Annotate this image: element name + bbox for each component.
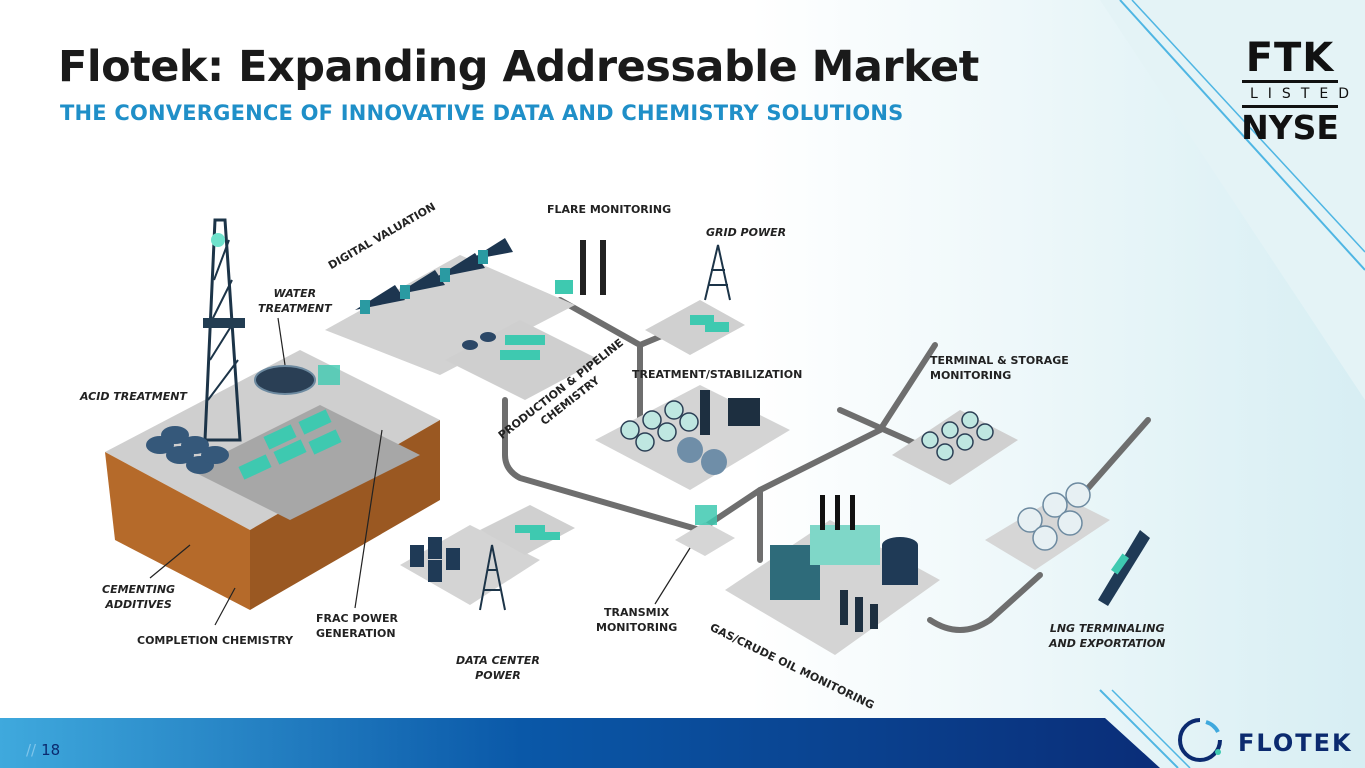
production-pad — [445, 320, 600, 400]
well-pad — [105, 218, 440, 610]
page-number-value: 18 — [41, 741, 61, 759]
label-lng-line1: LNG TERMINALING — [1049, 622, 1165, 635]
label-frac-line1: FRAC POWER — [316, 612, 398, 625]
data-center-pad — [400, 505, 575, 611]
terminal-pad — [892, 410, 1018, 485]
logo-listed: LISTED — [1242, 80, 1349, 108]
label-cementing-additives: CEMENTING ADDITIVES — [102, 582, 175, 612]
label-frac-line2: GENERATION — [316, 627, 396, 640]
label-grid-power: GRID POWER — [706, 226, 787, 239]
logo-exchange: NYSE — [1241, 108, 1339, 147]
label-transmix-monitoring: TRANSMIX MONITORING — [596, 605, 677, 635]
label-cementing-line2: ADDITIVES — [105, 598, 172, 611]
label-data-center-line1: DATA CENTER — [456, 654, 540, 667]
label-transmix-line2: MONITORING — [596, 621, 678, 634]
label-water-treatment: WATER TREATMENT — [258, 286, 332, 316]
gas-crude-pad — [725, 495, 940, 655]
page-title: Flotek: Expanding Addressable Market — [58, 42, 979, 92]
page-prefix: // — [26, 741, 37, 759]
ftk-nyse-logo: FTK LISTED NYSE — [1238, 35, 1349, 147]
label-lng-terminaling: LNG TERMINALING AND EXPORTATION — [1049, 621, 1165, 651]
label-treatment-stabilization: TREATMENT/STABILIZATION — [632, 368, 803, 381]
label-data-center-line2: POWER — [475, 669, 521, 682]
label-cementing-line1: CEMENTING — [102, 583, 176, 596]
label-lng-line2: AND EXPORTATION — [1049, 637, 1166, 650]
label-acid-treatment: ACID TREATMENT — [80, 390, 187, 403]
flotek-logo-icon — [1178, 718, 1222, 762]
label-water-treatment-line2: TREATMENT — [258, 302, 332, 315]
label-water-treatment-line1: WATER — [273, 287, 317, 300]
label-data-center-power: DATA CENTER POWER — [456, 653, 540, 683]
page-number: //18 — [26, 741, 60, 759]
label-frac-power: FRAC POWER GENERATION — [316, 611, 398, 641]
transmix-unit — [675, 505, 735, 556]
grid-power-pad — [645, 244, 745, 355]
label-terminal-storage: TERMINAL & STORAGE MONITORING — [930, 353, 1069, 383]
flotek-brand-name: FLOTEK — [1238, 729, 1353, 757]
label-terminal-line1: TERMINAL & STORAGE — [930, 354, 1069, 367]
label-flare-monitoring: FLARE MONITORING — [547, 203, 672, 216]
lng-pad — [985, 482, 1150, 606]
label-terminal-line2: MONITORING — [930, 369, 1012, 382]
treatment-pad — [595, 385, 790, 490]
label-completion-chemistry: COMPLETION CHEMISTRY — [137, 634, 294, 647]
pumpjack-pad — [325, 238, 606, 375]
logo-ticker: FTK — [1245, 35, 1335, 81]
page-subtitle: THE CONVERGENCE OF INNOVATIVE DATA AND C… — [60, 101, 904, 125]
label-transmix-line1: TRANSMIX — [604, 606, 670, 619]
